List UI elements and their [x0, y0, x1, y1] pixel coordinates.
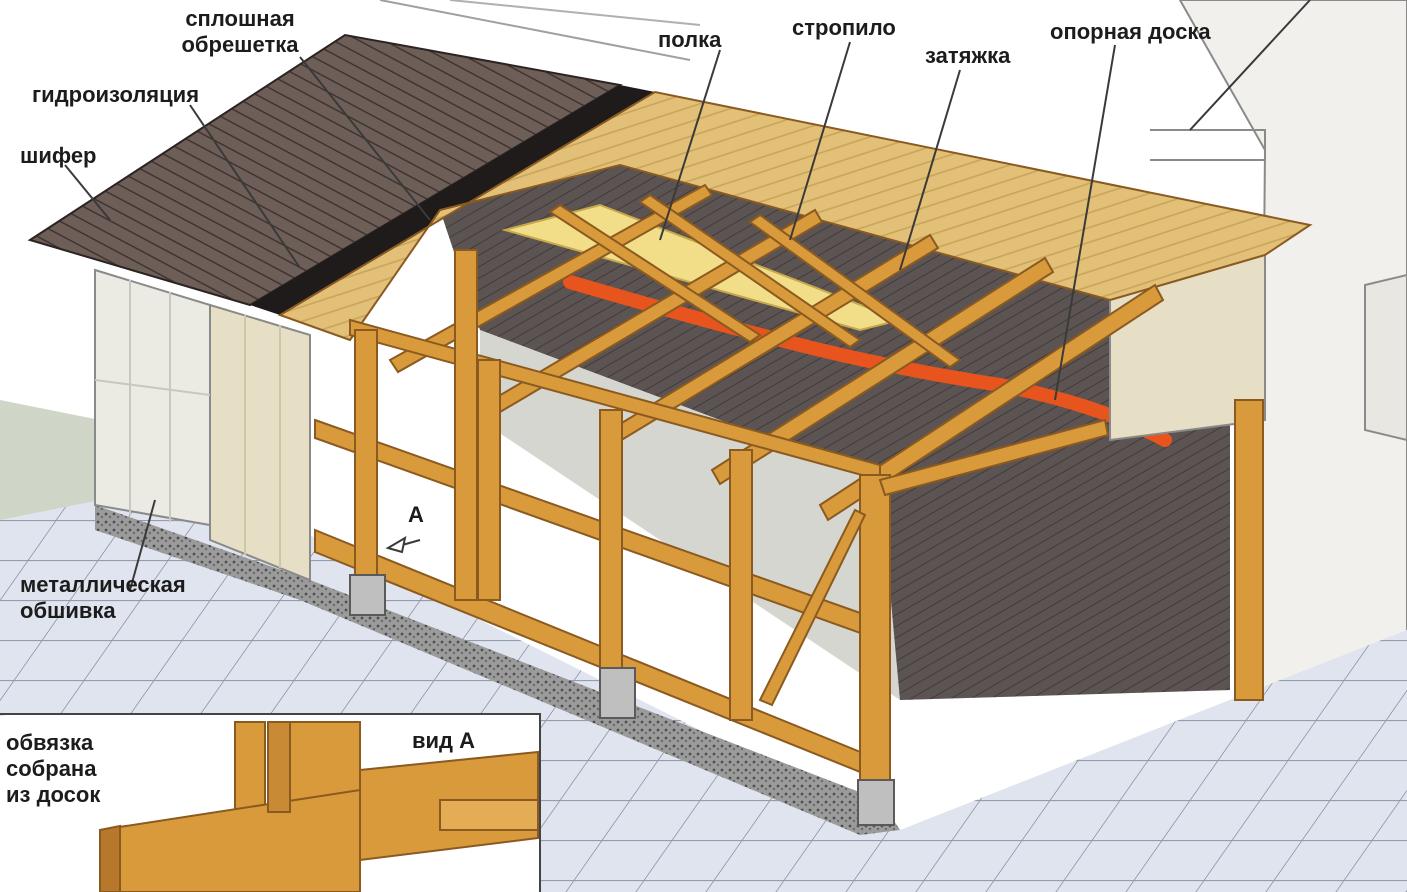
leader-lines — [64, 0, 1311, 591]
roof-waterproofing — [250, 85, 655, 315]
label-waterproofing: гидроизоляция — [32, 82, 200, 107]
label-metal-cladding: металлическая обшивка — [20, 572, 186, 624]
gravel-strip — [95, 505, 900, 835]
label-view-marker: А — [408, 502, 424, 527]
label-frame-note-line1: обвязка — [6, 730, 94, 755]
label-view-title: вид А — [412, 728, 476, 753]
roof-sheathing — [277, 90, 1313, 342]
label-shelf: полка — [658, 27, 722, 52]
label-support-board: опорная доска — [1050, 19, 1211, 44]
view-arrow-icon — [385, 535, 407, 554]
label-metal-cladding-line2: обшивка — [20, 598, 116, 623]
label-solid-sheathing-line2: обрешетка — [181, 32, 299, 57]
label-frame-note-line2: собрана — [6, 756, 97, 781]
label-solid-sheathing-line1: сплошная — [185, 6, 295, 31]
label-frame-note-line3: из досок — [6, 782, 101, 807]
label-rafter: стропило — [792, 15, 896, 40]
label-metal-cladding-line1: металлическая — [20, 572, 186, 597]
label-tie-beam: затяжка — [925, 43, 1011, 68]
label-frame-note: обвязка собрана из досок — [6, 730, 100, 808]
foundation-piers — [349, 574, 895, 826]
label-solid-sheathing: сплошная обрешетка — [160, 6, 320, 58]
timber-frame — [314, 183, 1264, 786]
label-slate: шифер — [20, 143, 97, 168]
left-wall-cladding — [94, 268, 311, 582]
detail-inset — [0, 713, 541, 892]
